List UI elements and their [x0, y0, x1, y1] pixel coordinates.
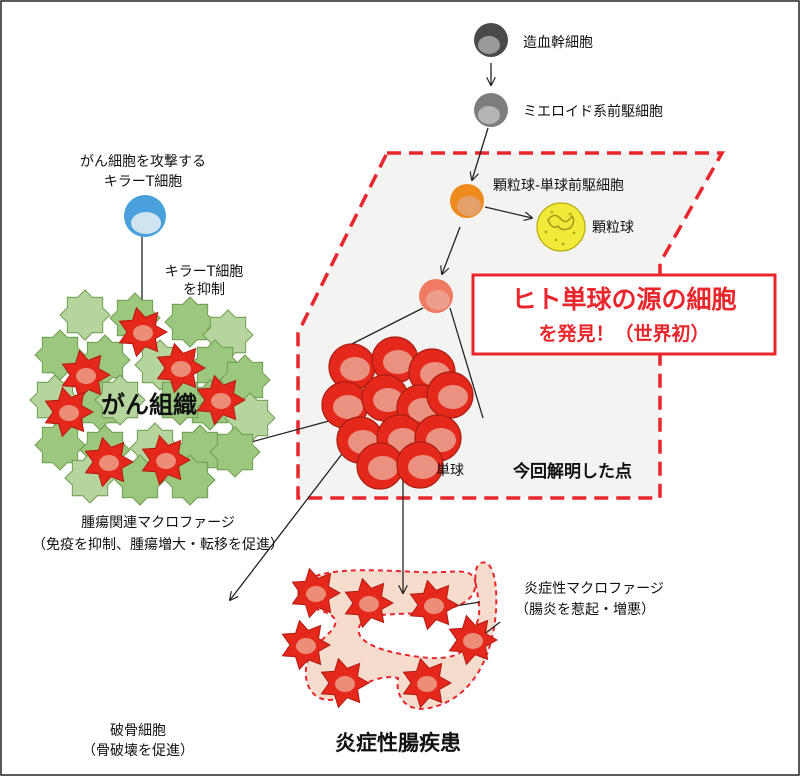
granulocyte-cell [536, 202, 586, 252]
tumor-associated-macrophage [156, 342, 207, 394]
monocyte [371, 336, 419, 384]
label-ibd: 炎症性腸疾患 [335, 731, 461, 755]
inflammatory-macrophage [281, 619, 332, 671]
arrow-gmp-mdp [442, 226, 461, 274]
label-tam-line1: 腫瘍関連マクロファージ [81, 514, 235, 531]
label-gmp: 顆粒球-単球前駆細胞 [493, 177, 624, 194]
monocyte [328, 343, 376, 391]
label-found-here: 今回解明した点 [513, 461, 632, 482]
label-inflam-line1: 炎症性マクロファージ [524, 581, 664, 597]
inflammatory-macrophages [281, 567, 499, 709]
tumor-cell [59, 289, 111, 341]
label-suppress-line1: キラーT細胞 [165, 264, 244, 280]
tumor-cell [209, 426, 261, 478]
label-ctl-line2: キラーT細胞 [104, 174, 183, 190]
label-hsc: 造血幹細胞 [523, 34, 593, 51]
label-myeloid-progenitor: ミエロイド系前駆細胞 [523, 103, 663, 120]
gmp-cell [450, 184, 484, 218]
label-osteoclast-line1: 破骨細胞 [110, 723, 166, 739]
callout-title: ヒト単球の源の細胞 [511, 285, 736, 314]
line-funnel-right [449, 307, 484, 419]
tumor-associated-macrophage [118, 306, 169, 358]
label-inflam-line2: （腸炎を惹起・増悪） [515, 602, 655, 618]
callout-subtitle: を発見！（世界初） [538, 322, 709, 345]
inflammatory-macrophage [448, 614, 499, 666]
monocyte [396, 441, 444, 489]
label-tam-line2: （免疫を抑制、腫瘍増大・転移を促進） [32, 536, 284, 553]
tumor-cell [164, 296, 216, 348]
inflammatory-macrophage [409, 579, 460, 631]
tumor-associated-macrophage [84, 436, 135, 488]
inflammatory-macrophage [291, 567, 342, 619]
label-granulocyte: 顆粒球 [592, 220, 634, 236]
tumor-associated-macrophage [196, 374, 247, 426]
tumor-cell [94, 374, 146, 426]
monocyte [426, 371, 474, 419]
monocyte [321, 381, 369, 429]
monocyte-cluster [321, 336, 474, 490]
tumor-tissue [29, 289, 276, 506]
label-tumor: がん組織 [101, 391, 197, 419]
monocyte-progenitor-cell [419, 279, 453, 313]
hematopoietic-stem-cell [474, 23, 508, 57]
killer-t-cell [124, 195, 166, 237]
label-ctl-line1: がん細胞を攻撃する [80, 154, 206, 170]
label-monocyte: 単球 [436, 463, 464, 479]
inflammatory-macrophage [402, 657, 453, 709]
callout-box [471, 273, 777, 356]
discovery-callout: ヒト単球の源の細胞 を発見！（世界初） [471, 273, 777, 356]
label-osteoclast-line2: （骨破壊を促進） [82, 743, 194, 759]
tumor-associated-macrophage [61, 349, 112, 401]
tumor-associated-macrophage [141, 434, 192, 486]
myeloid-progenitor-cell [474, 93, 508, 127]
inflammatory-macrophage [320, 657, 371, 709]
arrow-myeloid-gmp [472, 127, 489, 180]
label-suppress-line2: を抑制 [183, 282, 225, 298]
tumor-associated-macrophage [44, 386, 95, 438]
arrow-to-osteoclast [230, 449, 346, 600]
monocyte [356, 442, 404, 490]
inflammatory-macrophage [344, 577, 395, 629]
pointer-inflam-1 [454, 601, 481, 607]
arrow-gmp-granulocyte [484, 206, 532, 218]
